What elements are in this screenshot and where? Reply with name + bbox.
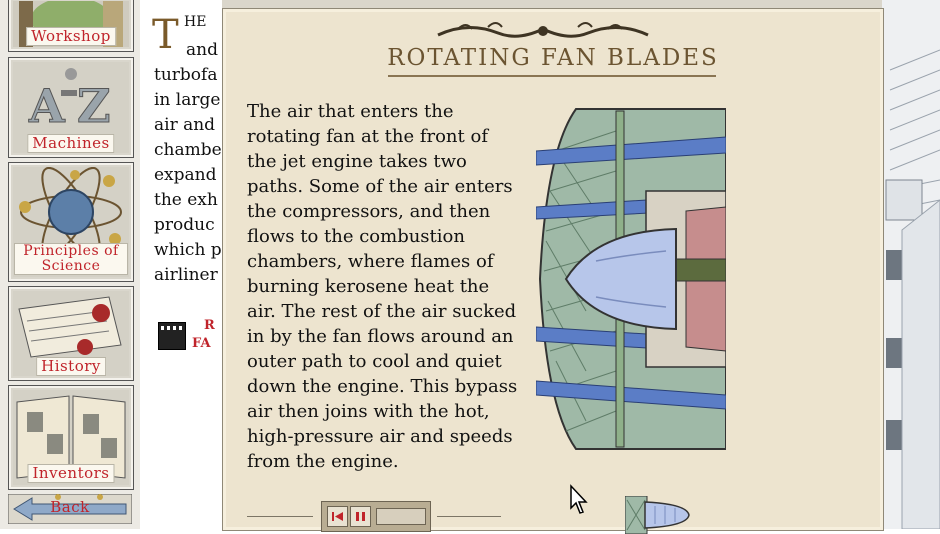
- back-button[interactable]: Back: [7, 493, 133, 525]
- article-line: the exh: [154, 190, 218, 210]
- article-drop-cap: T: [152, 12, 179, 58]
- mouse-cursor-icon: [570, 484, 588, 514]
- article-link[interactable]: FA: [192, 336, 211, 351]
- article-line: HE: [184, 14, 207, 30]
- article-line: air and: [154, 115, 216, 135]
- popup-panel: ROTATING FAN BLADES The air that enters …: [222, 8, 884, 534]
- article-link[interactable]: R: [204, 318, 215, 333]
- popup-title: ROTATING FAN BLADES: [387, 45, 719, 71]
- article-line: chambe: [154, 140, 222, 160]
- article-line: airliner: [154, 265, 218, 285]
- sidebar-item-label: Inventors: [27, 464, 115, 483]
- article-line: turbofa: [154, 65, 218, 85]
- article-line: in large: [154, 90, 221, 110]
- inventors-book-icon: [13, 390, 129, 485]
- movie-clapper-icon[interactable]: [158, 322, 186, 350]
- background-engine-illustration: [882, 0, 940, 529]
- fan-engine-illustration: [536, 108, 726, 450]
- playback-progress-track[interactable]: [376, 508, 426, 525]
- sidebar-item-workshop[interactable]: Workshop: [8, 0, 134, 52]
- article-line: which p: [154, 240, 222, 260]
- svg-text:Z: Z: [77, 79, 111, 133]
- article-line: produc: [154, 215, 215, 235]
- back-label: Back: [50, 498, 90, 516]
- title-divider: [388, 75, 716, 77]
- sidebar-item-label: Principles of Science: [14, 243, 128, 275]
- bottom-rule-mid: [437, 516, 501, 517]
- workshop-icon: [13, 0, 129, 47]
- ornament-icon: [437, 22, 649, 38]
- sidebar-item-history[interactable]: History: [8, 286, 134, 381]
- bottom-rule-left: [247, 516, 313, 517]
- article-background: T HE and turbofa in large air and chambe…: [140, 0, 222, 529]
- article-line: and: [186, 40, 218, 60]
- rewind-to-start-icon[interactable]: [327, 506, 348, 527]
- svg-text:A: A: [28, 79, 66, 133]
- sidebar-item-machines[interactable]: A Z Machines: [8, 57, 134, 158]
- sidebar-item-inventors[interactable]: Inventors: [8, 385, 134, 490]
- media-controls: [321, 501, 431, 532]
- engine-thumbnail-icon[interactable]: [625, 496, 691, 534]
- pause-icon[interactable]: [350, 506, 371, 527]
- sidebar-item-principles-of-science[interactable]: Principles of Science: [8, 162, 134, 282]
- back-arrow-icon: [7, 493, 133, 525]
- sidebar: Workshop A Z Machines: [0, 0, 141, 529]
- sidebar-item-label: Machines: [27, 134, 115, 153]
- popup-body-text: The air that enters the rotating fan at …: [247, 101, 518, 472]
- article-line: expand: [154, 165, 217, 185]
- sidebar-item-label: Workshop: [26, 27, 116, 46]
- sidebar-item-label: History: [36, 357, 106, 376]
